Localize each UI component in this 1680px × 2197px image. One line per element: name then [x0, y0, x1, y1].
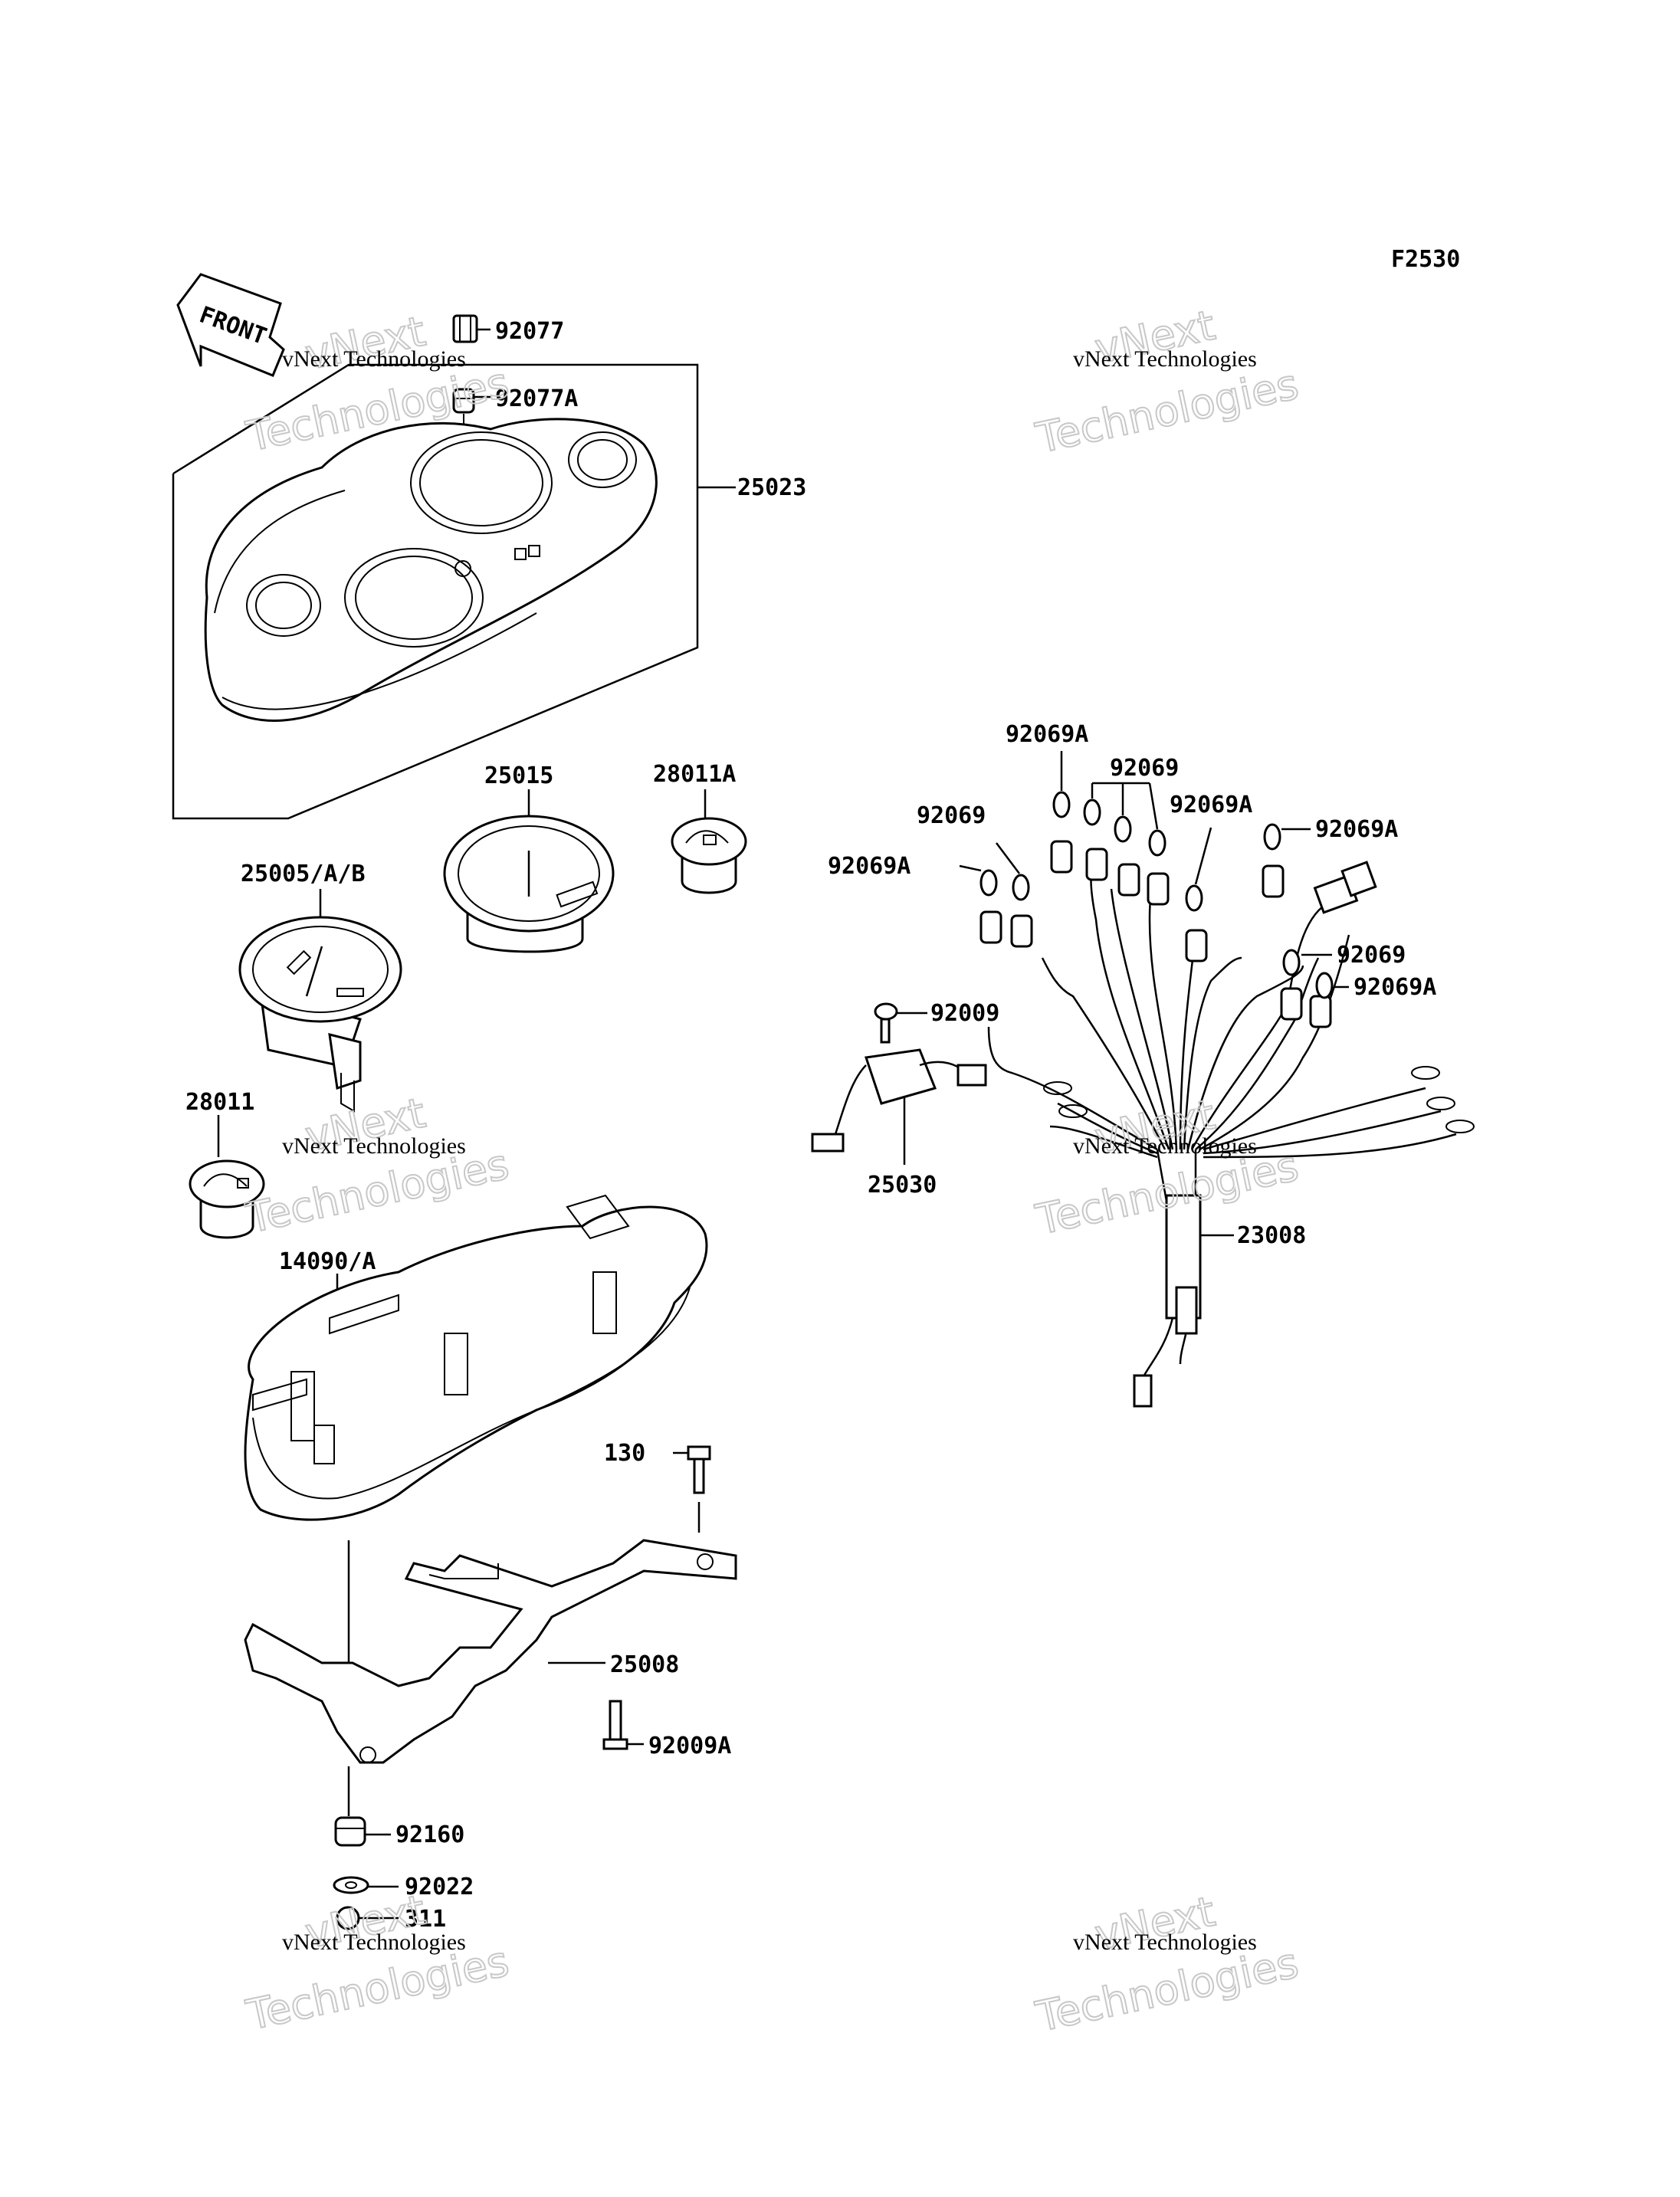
watermark-top-right: vNext Technologies vNext Technologies	[1031, 300, 1303, 464]
label-311: 311	[405, 1906, 446, 1933]
speedometer-25005	[238, 889, 402, 1113]
front-arrow-icon: FRONT	[176, 273, 285, 377]
wiring-harness-23008	[959, 751, 1475, 1408]
label-92069A-lower: 92069A	[1354, 974, 1436, 1001]
bolt-130	[673, 1445, 711, 1533]
watermark-mid-left: vNext Technologies vNext Technologies	[241, 1088, 514, 1244]
figure-code: F2530	[1391, 246, 1460, 273]
watermark-bottom-right: vNext Technologies vNext Technologies	[1031, 1887, 1303, 2042]
bracket-25008	[244, 1539, 737, 1764]
washer-92022	[333, 1876, 399, 1894]
screw-92077	[452, 314, 491, 343]
label-92069A-top: 92069A	[1006, 721, 1088, 748]
nut-311	[336, 1906, 399, 1930]
label-25015: 25015	[484, 762, 553, 789]
svg-text:vNext Technologies: vNext Technologies	[1073, 1930, 1257, 1955]
svg-text:vNext Technologies: vNext Technologies	[282, 1133, 466, 1159]
meter-case-14090	[244, 1194, 708, 1521]
label-92009A: 92009A	[648, 1733, 731, 1759]
svg-text:vNext Technologies: vNext Technologies	[282, 346, 466, 372]
label-92077: 92077	[495, 318, 564, 345]
label-92069A-mid: 92069A	[1170, 792, 1252, 818]
label-92022: 92022	[405, 1874, 474, 1900]
label-92069-left: 92069	[917, 802, 986, 829]
label-23008: 23008	[1237, 1222, 1306, 1249]
label-25023: 25023	[737, 474, 806, 501]
socket-28011A	[671, 789, 747, 894]
label-28011: 28011	[185, 1089, 254, 1116]
watermark-bottom-left: vNext Technologies vNext Technologies	[241, 1885, 514, 2041]
label-92160: 92160	[395, 1822, 464, 1848]
label-25030: 25030	[868, 1172, 937, 1199]
svg-text:vNext Technologies: vNext Technologies	[1073, 346, 1257, 372]
svg-text:vNext Technologies: vNext Technologies	[1073, 1133, 1257, 1159]
meter-cover	[204, 418, 658, 722]
meter-assembly-outline	[172, 363, 736, 820]
label-92069-right: 92069	[1337, 942, 1406, 969]
label-25008: 25008	[610, 1651, 679, 1678]
label-92069-top: 92069	[1110, 755, 1179, 782]
screw-92009A	[602, 1700, 644, 1750]
label-14090: 14090/A	[279, 1248, 376, 1275]
label-28011A: 28011A	[653, 761, 736, 788]
svg-text:Technologies: Technologies	[1032, 360, 1302, 463]
label-92009: 92009	[930, 1000, 999, 1027]
grommet-92160	[334, 1766, 391, 1847]
sensor-25030	[811, 1002, 987, 1165]
label-130: 130	[604, 1440, 645, 1467]
label-92069A-right: 92069A	[1315, 816, 1398, 843]
label-92077A: 92077A	[495, 385, 578, 412]
svg-text:vNext Technologies: vNext Technologies	[282, 1930, 466, 1955]
label-25005: 25005/A/B	[241, 861, 366, 887]
label-92069A-left: 92069A	[828, 853, 911, 880]
tachometer-25015	[443, 789, 615, 953]
socket-28011	[189, 1115, 265, 1239]
